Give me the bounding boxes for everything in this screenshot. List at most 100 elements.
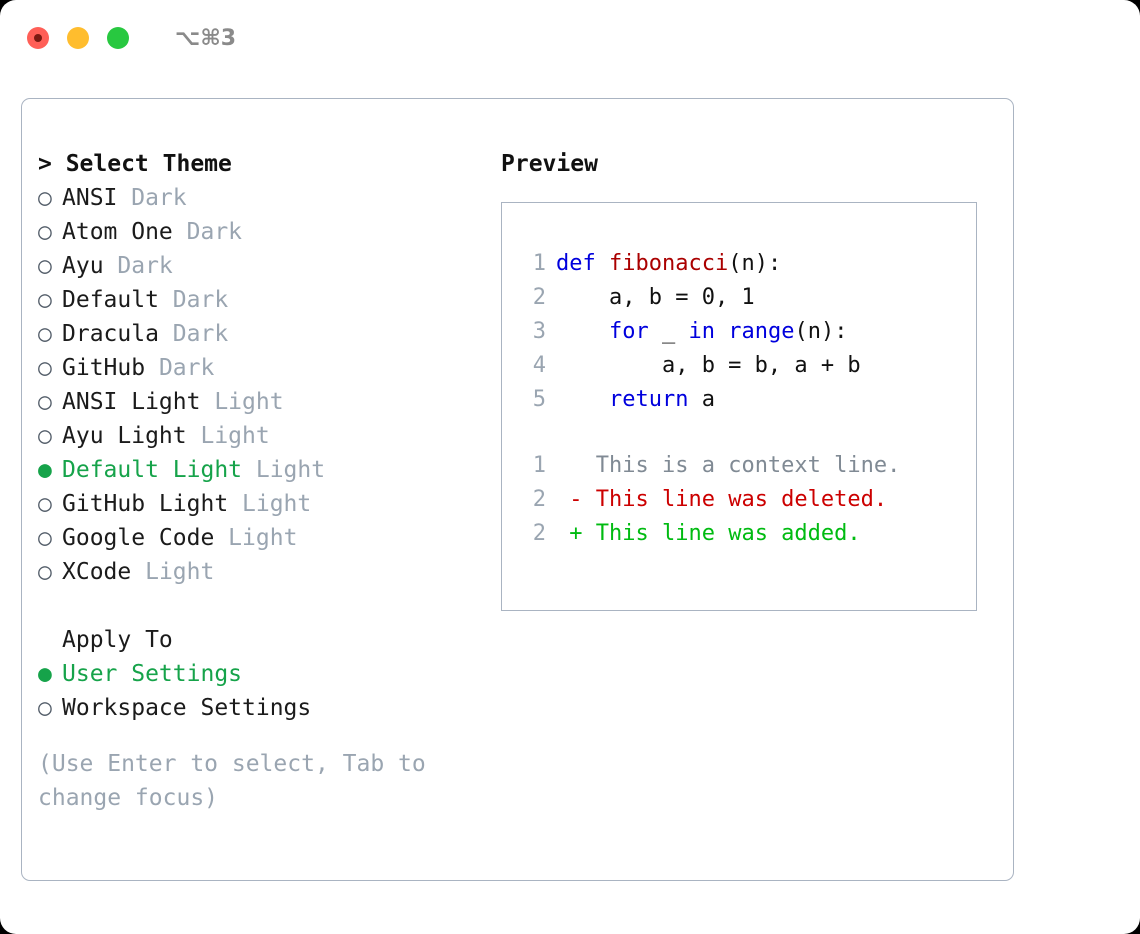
code-token: [556, 319, 609, 344]
code-token: for: [608, 319, 649, 344]
apply-to-options: ● User Settings ○Workspace Settings: [38, 657, 498, 725]
theme-name: ANSI Light: [62, 389, 201, 415]
apply-to-label: User Settings: [62, 661, 243, 687]
radio-selected-icon: ●: [38, 457, 52, 483]
radio-unselected-icon: ○: [38, 287, 52, 313]
code-line: 3 for _ in range(n):: [516, 315, 976, 349]
preview-title: Preview: [501, 151, 598, 177]
radio-unselected-icon: ○: [38, 219, 52, 245]
theme-list-panel: > Select Theme ○ANSI Dark○Atom One Dark○…: [38, 147, 498, 815]
line-number: 4: [532, 353, 546, 378]
close-button[interactable]: [27, 27, 49, 49]
code-line: 1 def fibonacci(n):: [516, 247, 976, 281]
code-token: def: [556, 251, 596, 276]
line-number: 2: [532, 285, 546, 310]
diff-text: This line was deleted.: [595, 487, 888, 512]
diff-line: 2 - This line was deleted.: [516, 483, 976, 517]
radio-unselected-icon: ○: [38, 355, 52, 381]
diff-marker: +: [556, 521, 596, 546]
radio-selected-icon: ●: [38, 661, 52, 687]
theme-name: Atom One: [62, 219, 173, 245]
theme-name: GitHub Light: [62, 491, 229, 517]
theme-name: ANSI: [62, 185, 118, 211]
theme-list-item[interactable]: ○Dracula Dark: [38, 317, 498, 351]
theme-category-label: Light: [186, 423, 270, 449]
code-token: range: [728, 319, 795, 344]
theme-category-label: Dark: [145, 355, 215, 381]
theme-list-item[interactable]: ●Default Light Light: [38, 453, 498, 487]
code-token: (n):: [794, 319, 848, 344]
diff-line: 1 This is a context line.: [516, 449, 976, 483]
theme-category-label: Light: [131, 559, 215, 585]
line-number: 5: [532, 387, 546, 412]
code-token: [596, 251, 609, 276]
theme-category-label: Light: [228, 491, 312, 517]
theme-name: Default Light: [62, 457, 243, 483]
code-token: in: [688, 319, 715, 344]
code-token: a: [688, 387, 715, 412]
title-bar: ⌥⌘3: [0, 0, 1140, 76]
theme-list-item[interactable]: ○ANSI Light Light: [38, 385, 498, 419]
apply-to-label: Workspace Settings: [62, 695, 312, 721]
close-icon: [34, 34, 42, 42]
keyboard-hint-text: (Use Enter to select, Tab to change focu…: [38, 751, 440, 811]
diff-marker: -: [556, 487, 596, 512]
maximize-button[interactable]: [107, 27, 129, 49]
theme-category-label: Dark: [172, 219, 243, 245]
theme-category-label: Dark: [117, 185, 187, 211]
code-token: [715, 319, 728, 344]
theme-list-item[interactable]: ○ Atom One Dark: [38, 215, 498, 249]
theme-name: Ayu Light: [62, 423, 187, 449]
theme-list-item[interactable]: ○ GitHub Light Light: [38, 487, 498, 521]
theme-name: Ayu: [62, 253, 104, 279]
line-number: 1: [532, 453, 546, 478]
code-line: 2 a, b = 0, 1: [516, 281, 976, 315]
apply-to-option[interactable]: ○Workspace Settings: [38, 691, 498, 725]
theme-category-label: Dark: [103, 253, 173, 279]
radio-unselected-icon: ○: [38, 253, 52, 279]
list-spacer: [38, 589, 498, 623]
apply-to-option[interactable]: ● User Settings: [38, 657, 498, 691]
theme-list-item[interactable]: ○ ANSI Dark: [38, 181, 498, 215]
preview-gap: [516, 417, 976, 449]
diff-text: This line was added.: [595, 521, 861, 546]
line-number: 1: [532, 251, 546, 276]
theme-name: Default: [62, 287, 159, 313]
line-number: 2: [532, 521, 546, 546]
theme-selector-card: > Select Theme ○ANSI Dark○Atom One Dark○…: [21, 98, 1014, 881]
code-token: return: [608, 387, 689, 412]
page-title: > Select Theme: [38, 151, 232, 177]
line-number: 2: [532, 487, 546, 512]
keyboard-shortcut-label: ⌥⌘3: [175, 25, 237, 51]
theme-list-item[interactable]: ○Ayu Light Light: [38, 419, 498, 453]
code-token: a, b = b, a + b: [556, 353, 861, 378]
theme-list-item[interactable]: ○Google Code Light: [38, 521, 498, 555]
code-token: _: [648, 319, 689, 344]
diff-sample: 1 This is a context line.2 - This line w…: [516, 449, 976, 551]
theme-list-item[interactable]: ○ Default Dark: [38, 283, 498, 317]
code-token: fibonacci: [609, 251, 729, 276]
diff-marker: [556, 453, 596, 478]
code-line: 4 a, b = b, a + b: [516, 349, 976, 383]
theme-name: XCode: [62, 559, 132, 585]
radio-unselected-icon: ○: [38, 525, 52, 551]
line-number: 3: [532, 319, 546, 344]
radio-unselected-icon: ○: [38, 185, 52, 211]
code-token: a, b = 0, 1: [556, 285, 755, 310]
diff-line: 2 + This line was added.: [516, 517, 976, 551]
theme-list-item[interactable]: ○GitHub Dark: [38, 351, 498, 385]
theme-name: Dracula: [62, 321, 159, 347]
theme-list-item[interactable]: ○XCode Light: [38, 555, 498, 589]
minimize-button[interactable]: [67, 27, 89, 49]
theme-category-label: Dark: [158, 287, 229, 313]
theme-list-item[interactable]: ○ Ayu Dark: [38, 249, 498, 283]
apply-to-heading: Apply To: [62, 627, 173, 653]
radio-unselected-icon: ○: [38, 389, 52, 415]
radio-unselected-icon: ○: [38, 491, 52, 517]
code-token: [556, 387, 609, 412]
code-token: (n):: [728, 251, 782, 276]
theme-category-label: Light: [214, 525, 298, 551]
